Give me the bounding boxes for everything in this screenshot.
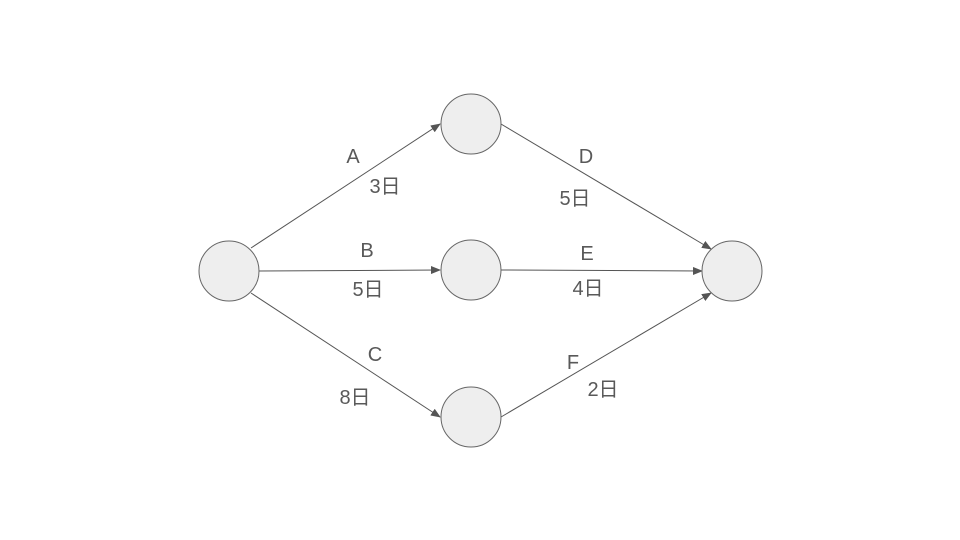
node-middle <box>440 239 502 301</box>
edge-a-label: A <box>346 146 360 168</box>
edge-c-duration: 8日 <box>339 387 371 409</box>
node-bottom <box>440 386 502 448</box>
node-top <box>440 93 502 155</box>
edge-b-duration: 5日 <box>352 279 384 301</box>
edge-a-arrow <box>250 123 441 249</box>
edge-f-duration: 2日 <box>587 379 619 401</box>
edge-c-arrow <box>250 292 441 418</box>
edge-c-label: C <box>367 344 383 366</box>
node-start <box>198 240 260 302</box>
edge-d-arrow <box>500 123 712 250</box>
edge-d-duration: 5日 <box>559 188 591 210</box>
edge-b-label: B <box>360 240 374 262</box>
node-end <box>701 240 763 302</box>
edge-d-label: D <box>578 146 594 168</box>
edge-e-duration: 4日 <box>572 278 604 300</box>
edge-e-arrow <box>500 266 703 275</box>
edge-f-arrow <box>500 292 712 418</box>
edge-b-arrow <box>258 266 441 275</box>
edge-a-duration: 3日 <box>369 176 401 198</box>
edge-e-label: E <box>580 243 594 265</box>
edge-f-label: F <box>566 352 580 374</box>
